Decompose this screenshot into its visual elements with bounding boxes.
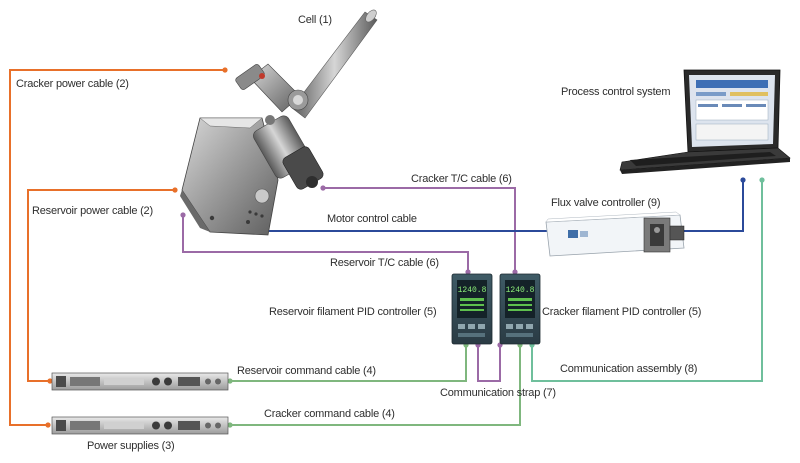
cracker-command-cable-label: Cracker command cable (4) bbox=[264, 408, 395, 420]
reservoir-filament-pid-label: Reservoir filament PID controller (5) bbox=[269, 306, 437, 318]
cable-end-dot bbox=[222, 67, 228, 73]
communication-assembly-cable bbox=[531, 180, 763, 382]
pid-top-readout: 1240.8 bbox=[506, 286, 535, 295]
cable-end-dot bbox=[172, 187, 178, 193]
cracker-command-cable bbox=[230, 345, 521, 426]
pid-top-readout: 1240.8 bbox=[458, 286, 487, 295]
motor-control-cable-label: Motor control cable bbox=[327, 213, 417, 225]
flux-valve-controller-illustration bbox=[545, 211, 685, 257]
reservoir-power-cable-label: Reservoir power cable (2) bbox=[32, 205, 153, 217]
reservoir-command-cable-label: Reservoir command cable (4) bbox=[237, 365, 376, 377]
reservoir-tc-cable-label: Reservoir T/C cable (6) bbox=[330, 257, 439, 269]
cable-end-dot bbox=[759, 177, 765, 183]
cracker-tc-cable bbox=[323, 187, 516, 272]
cracker-tc-cable-label: Cracker T/C cable (6) bbox=[411, 173, 512, 185]
cable-end-dot bbox=[45, 422, 51, 428]
cable-end-dot bbox=[320, 185, 326, 191]
cell-illustration bbox=[180, 9, 378, 236]
cable-end-dot bbox=[47, 378, 53, 384]
communication-strap bbox=[477, 345, 501, 382]
power-supplies-label: Power supplies (3) bbox=[87, 440, 175, 452]
cracker-power-cable bbox=[9, 69, 225, 426]
cracker-filament-pid-label: Cracker filament PID controller (5) bbox=[542, 306, 702, 318]
cable-end-dot bbox=[227, 378, 233, 384]
communication-assembly-label: Communication assembly (8) bbox=[560, 363, 698, 375]
cracker-power-cable-label: Cracker power cable (2) bbox=[16, 78, 129, 90]
reservoir-power-supply bbox=[51, 372, 229, 391]
reservoir-command-cable bbox=[230, 345, 467, 382]
cable-end-dot bbox=[180, 212, 186, 218]
cable-end-dot bbox=[512, 269, 518, 275]
cable-end-dot bbox=[465, 269, 471, 275]
cracker-pid-controller: 1240.8 bbox=[499, 273, 541, 345]
communication-strap-label: Communication strap (7) bbox=[440, 387, 556, 399]
reservoir-pid-controller: 1240.8 bbox=[451, 273, 493, 345]
motor-control-cable bbox=[246, 180, 744, 232]
reservoir-tc-cable bbox=[182, 215, 469, 272]
flux-valve-controller-label: Flux valve controller (9) bbox=[551, 197, 661, 209]
reservoir-power-cable bbox=[27, 189, 175, 382]
cell-label: Cell (1) bbox=[298, 14, 332, 26]
cracker-power-supply bbox=[51, 416, 229, 435]
cable-end-dot bbox=[740, 177, 746, 183]
laptop-illustration bbox=[619, 69, 791, 174]
process-control-system-label: Process control system bbox=[561, 86, 671, 98]
cable-end-dot bbox=[227, 422, 233, 428]
